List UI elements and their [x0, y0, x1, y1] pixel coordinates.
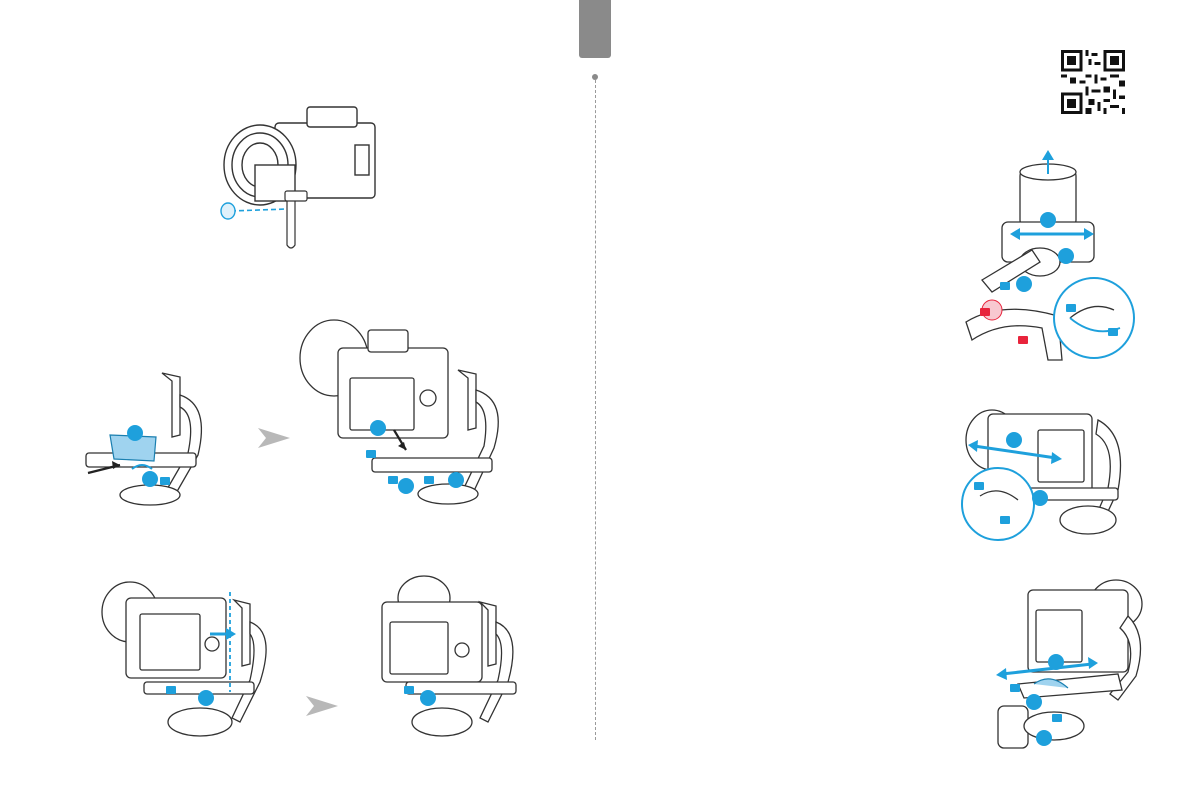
- step-marker-icon: [1036, 730, 1052, 746]
- lock-icon: [1000, 516, 1010, 524]
- step-marker-icon: [420, 690, 436, 706]
- unlock-icon: [404, 686, 414, 694]
- unlock-icon: [974, 482, 984, 490]
- unlock-icon: [166, 686, 176, 694]
- lock-icon: [424, 476, 434, 484]
- unlock-icon: [1010, 684, 1020, 692]
- unlock-icon: [1000, 282, 1010, 290]
- arrow-right-icon: [258, 428, 290, 453]
- step-marker-icon: [1026, 694, 1042, 710]
- unlock-icon: [1066, 304, 1076, 312]
- lock-icon: [980, 308, 990, 316]
- step-marker-icon: [127, 425, 143, 441]
- arrow-right-icon: [306, 696, 338, 721]
- mount-plate-step-1-illustration: [80, 365, 220, 505]
- qr-code-icon: [1060, 50, 1126, 114]
- center-divider-line: [595, 80, 596, 740]
- camera-quick-release-illustration: [215, 105, 385, 255]
- lock-icon: [1108, 328, 1118, 336]
- step-marker-icon: [1040, 212, 1056, 228]
- section-tab-marker: [579, 0, 611, 58]
- balance-step-2-illustration: [376, 572, 530, 744]
- step-marker-icon: [448, 472, 464, 488]
- step-marker-icon: [370, 420, 386, 436]
- lock-icon: [1018, 336, 1028, 344]
- mount-plate-step-2-illustration: [298, 318, 520, 506]
- step-marker-icon: [198, 690, 214, 706]
- pan-balance-illustration: [988, 576, 1146, 748]
- step-marker-icon: [1048, 654, 1064, 670]
- step-marker-icon: [398, 478, 414, 494]
- tilt-balance-illustration: [962, 150, 1140, 370]
- step-marker-icon: [1032, 490, 1048, 506]
- unlock-icon: [366, 450, 376, 458]
- step-marker-icon: [1006, 432, 1022, 448]
- unlock-icon: [160, 477, 170, 485]
- roll-balance-illustration: [958, 400, 1140, 544]
- step-marker-icon: [1058, 248, 1074, 264]
- lock-icon: [1052, 714, 1062, 722]
- step-marker-icon: [1016, 276, 1032, 292]
- lock-icon: [388, 476, 398, 484]
- step-marker-icon: [142, 471, 158, 487]
- balance-step-1-illustration: [100, 572, 260, 744]
